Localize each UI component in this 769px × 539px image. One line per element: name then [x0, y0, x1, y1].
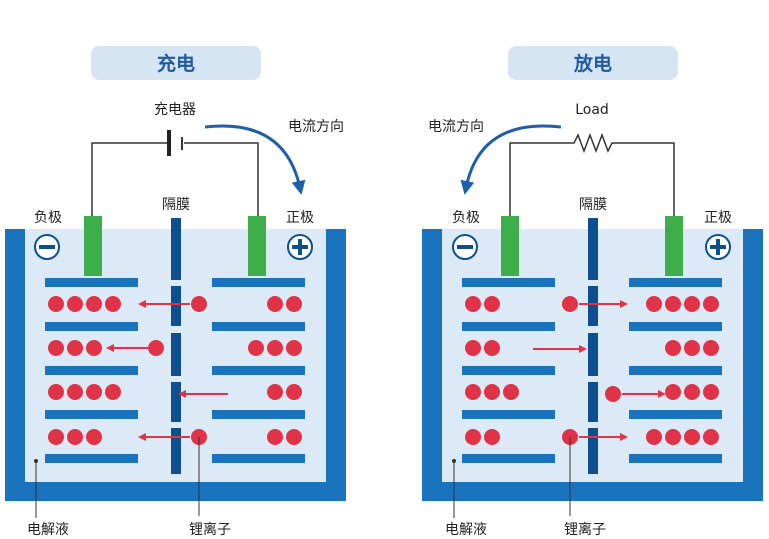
charge-ion-label: 锂离子	[189, 521, 231, 538]
discharge-electrolyte-label: 电解液	[445, 522, 487, 538]
discharge-positive-ions	[646, 296, 719, 445]
discharge-current-arrow	[460, 124, 562, 195]
discharge-panel: 放电 Load 电流方向 隔膜 负极 正极	[422, 46, 763, 538]
discharge-separator-label: 隔膜	[579, 197, 607, 213]
discharge-negative-electrode	[462, 278, 555, 463]
discharge-wire	[509, 132, 675, 216]
charge-negative-label: 负极	[34, 210, 62, 226]
discharge-positive-electrode	[629, 278, 722, 463]
charger-label: 充电器	[154, 102, 196, 118]
charge-current-arrow	[204, 124, 306, 195]
plus-circle-icon	[705, 234, 731, 260]
minus-circle-icon	[452, 234, 478, 260]
charge-positive-electrode	[212, 278, 305, 463]
discharge-negative-ions	[465, 296, 519, 445]
charge-positive-terminal	[248, 216, 266, 276]
charge-separator	[171, 218, 181, 474]
discharge-title-box	[508, 46, 678, 80]
charge-negative-electrode	[45, 278, 138, 463]
charge-positive-ions	[248, 296, 302, 445]
discharge-negative-terminal	[501, 216, 519, 276]
charge-electrolyte-label: 电解液	[27, 522, 69, 538]
discharge-positive-label: 正极	[704, 210, 732, 226]
charge-current-label: 电流方向	[288, 119, 344, 135]
discharge-title: 放电	[573, 52, 612, 75]
plus-circle-icon	[287, 234, 313, 260]
minus-circle-icon	[34, 234, 60, 260]
charge-wire	[91, 142, 259, 216]
charge-negative-ions	[48, 296, 121, 445]
discharge-ion-label: 锂离子	[564, 521, 606, 538]
charge-title-box	[91, 46, 261, 80]
charge-moving-ions	[106, 296, 228, 445]
charge-negative-terminal	[84, 216, 102, 276]
charge-separator-label: 隔膜	[162, 197, 190, 213]
discharge-positive-terminal	[665, 216, 683, 276]
charge-panel: 充电 充电器 电流方向 隔膜 负极 正极	[5, 46, 346, 538]
discharge-separator	[588, 218, 598, 474]
discharge-current-label: 电流方向	[428, 119, 484, 135]
discharge-negative-label: 负极	[452, 210, 480, 226]
charge-positive-label: 正极	[286, 210, 314, 226]
load-label: Load	[575, 102, 609, 118]
charge-title: 充电	[157, 52, 195, 75]
